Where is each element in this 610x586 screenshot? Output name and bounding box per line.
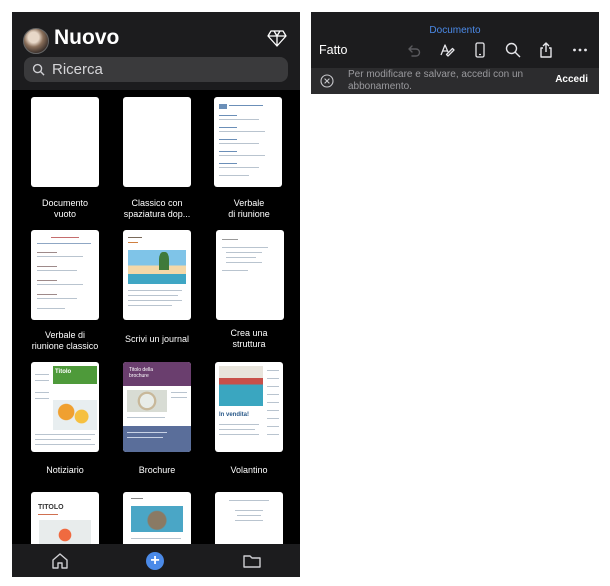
template-thumbnail [31,230,99,320]
gallery-header: Nuovo Ricerca [12,12,300,90]
template-gallery-screen: Nuovo Ricerca Documento vuoto Classico c… [12,12,300,577]
search-icon [32,63,45,76]
document-editor-screen: Documento Fatto Per modificare e salvare… [311,12,599,94]
diamond-icon[interactable] [267,28,287,48]
template-thumbnail [214,97,282,187]
template-thumbnail: Titolo della brochure [123,362,191,452]
subscription-banner: Per modificare e salvare, accedi con un … [311,68,599,94]
search-input[interactable]: Ricerca [24,57,288,82]
close-icon[interactable] [320,74,334,88]
volantino-thumb-title: In vendita! [219,412,250,418]
template-label: Verbale di riunione classico [31,330,99,351]
folder-icon[interactable] [242,551,262,571]
template-label: Classico con spaziatura dop... [123,198,191,219]
template-thumbnail: Titolo [31,362,99,452]
template-label: Notiziario [46,465,84,475]
template-thumbnail [216,230,284,320]
tab-bar: + [12,544,300,577]
done-button[interactable]: Fatto [319,43,348,57]
share-icon[interactable] [537,41,555,59]
template-label: Brochure [138,465,176,475]
template-label: Verbale di riunione [228,198,270,219]
search-icon[interactable] [504,41,522,59]
notiziario-thumb-title: Titolo [55,369,72,375]
brochure-thumb-title: Titolo della brochure [129,367,153,379]
mobile-view-icon[interactable] [471,41,489,59]
template-label: Volantino [230,465,268,475]
template-label: Documento vuoto [41,198,89,219]
home-icon[interactable] [50,551,70,571]
template-label: Crea una struttura [230,328,268,349]
login-button[interactable]: Accedi [555,74,588,85]
template-label: Scrivi un journal [124,334,190,344]
undo-icon[interactable] [404,41,422,59]
template-thumbnail [31,97,99,187]
document-title[interactable]: Documento [429,25,481,36]
page-title: Nuovo [54,26,120,49]
draw-pen-icon[interactable] [438,41,456,59]
avatar[interactable] [23,28,49,54]
titolo-thumb-title: TITOLO [38,504,64,511]
template-thumbnail [123,97,191,187]
template-thumbnail: In vendita! [215,362,283,452]
banner-message: Per modificare e salvare, accedi con un … [348,69,524,92]
search-placeholder: Ricerca [52,61,103,78]
template-thumbnail [123,230,191,320]
more-options-icon[interactable] [571,41,589,59]
new-document-button[interactable]: + [146,552,164,570]
